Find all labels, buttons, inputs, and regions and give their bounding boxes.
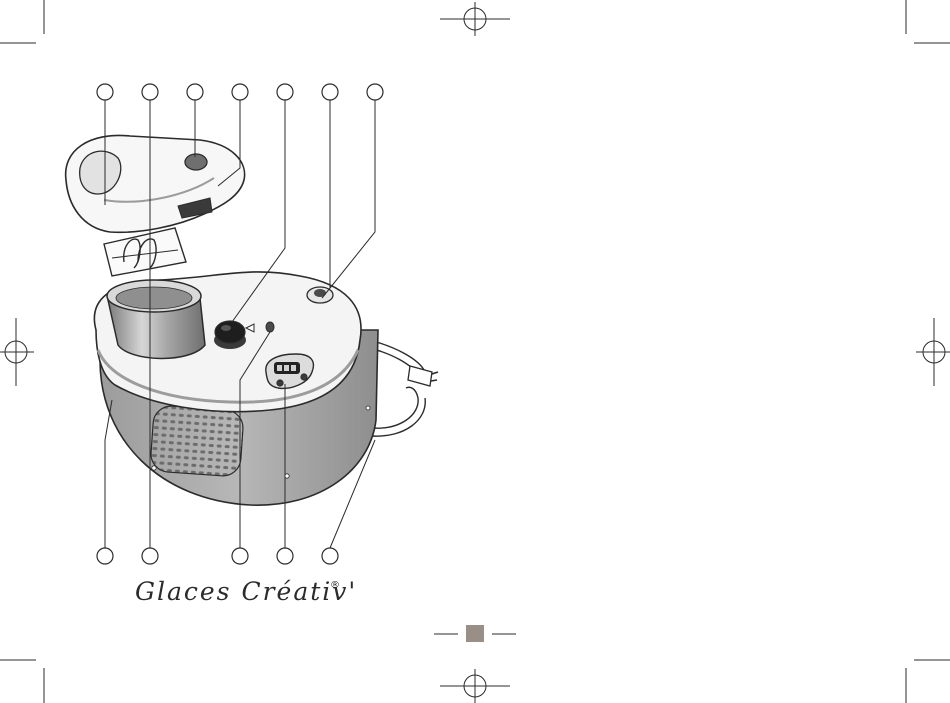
trademark-symbol: ® — [330, 580, 340, 591]
mixing-paddle — [104, 228, 186, 276]
plug — [408, 366, 438, 386]
registration-mark-top — [440, 2, 510, 36]
callout-circle — [322, 84, 338, 100]
lid-opening — [185, 154, 207, 170]
registration-mark-bottom — [440, 669, 510, 703]
foot-dot-back — [366, 406, 370, 410]
callout-circle — [232, 84, 248, 100]
control-knob — [214, 321, 246, 349]
callout-circle — [367, 84, 383, 100]
callout-circle — [97, 84, 113, 100]
page-marker — [434, 625, 516, 642]
callout-circle — [142, 84, 158, 100]
callout-circle — [232, 548, 248, 564]
callouts-top — [97, 84, 383, 100]
callout-circle — [142, 548, 158, 564]
ventilation-grille — [150, 405, 244, 477]
foot-dot-left — [152, 466, 156, 470]
callout-circle — [277, 84, 293, 100]
registration-mark-right — [916, 318, 950, 386]
callout-circle — [187, 84, 203, 100]
callout-circle — [322, 548, 338, 564]
indicator-light — [266, 322, 274, 332]
freezer-bowl — [107, 280, 205, 359]
callout-circle — [97, 548, 113, 564]
brand-logo: Glaces Créativ' — [135, 577, 357, 606]
appliance-lid — [66, 135, 245, 232]
callouts-bottom — [97, 548, 338, 564]
registration-mark-left — [0, 318, 34, 386]
callout-circle — [277, 548, 293, 564]
